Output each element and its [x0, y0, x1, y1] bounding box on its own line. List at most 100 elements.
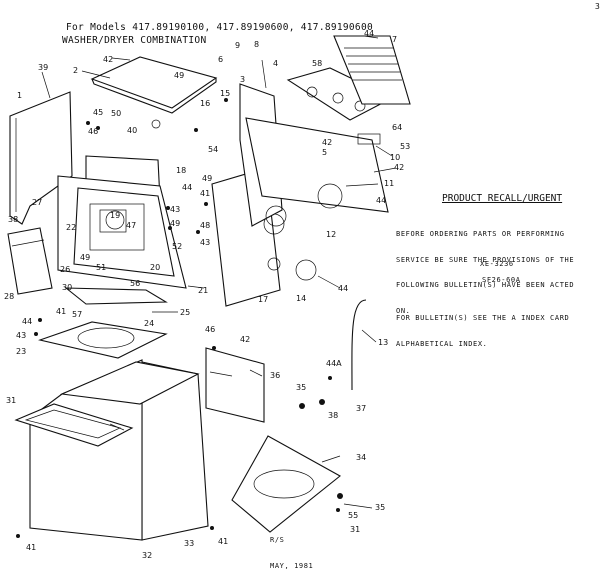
base-pan [231, 435, 341, 533]
part-label: 25 [180, 308, 190, 317]
part-label: 34 [356, 453, 366, 462]
front-frame [57, 155, 187, 289]
index-note: FOR BULLETIN(S) SEE THE A INDEX CARD ALP… [396, 297, 569, 365]
part-label: 44 [338, 284, 348, 293]
part-label: 22 [66, 223, 76, 232]
part-label: 7 [392, 35, 397, 44]
part-label: 55 [348, 511, 358, 520]
part-label: 42 [394, 163, 404, 172]
part-label: 49 [80, 253, 90, 262]
part-label: 12 [326, 230, 336, 239]
fasteners [16, 98, 381, 538]
part-label: 41 [200, 189, 210, 198]
part-label: 43 [200, 238, 210, 247]
part-label: 31 [6, 396, 16, 405]
part-label: 9 [235, 41, 240, 50]
part-label: 35 [296, 383, 306, 392]
part-label: 13 [378, 338, 388, 347]
corner-mark: 3 [595, 2, 600, 11]
date-line: R/S [270, 536, 285, 544]
part-label: 17 [258, 295, 268, 304]
part-label: 5 [322, 148, 327, 157]
part-label: 42 [103, 55, 113, 64]
leader-lines [41, 35, 397, 509]
part-label: 54 [208, 145, 218, 154]
drain-hose [351, 299, 367, 391]
left-side-panel [9, 91, 73, 225]
part-label: 47 [126, 221, 136, 230]
part-label: 49 [202, 174, 212, 183]
part-label: 40 [127, 126, 137, 135]
part-label: 37 [356, 404, 366, 413]
access-panel [64, 287, 168, 305]
part-label: 56 [130, 279, 140, 288]
date-line: MAY, 1981 [270, 561, 314, 570]
back-panel [205, 347, 265, 423]
part-label: 4 [273, 59, 278, 68]
part-label: 57 [72, 310, 82, 319]
part-label: 41 [218, 537, 228, 546]
part-label: 15 [220, 89, 230, 98]
part-label: 36 [270, 371, 280, 380]
part-label: 21 [198, 286, 208, 295]
part-label: 8 [254, 40, 259, 49]
recall-body: BEFORE ORDERING PARTS OR PERFORMING SERV… [396, 213, 574, 332]
models-header: For Models 417.89190100, 417.89190600, 4… [66, 22, 373, 33]
part-label: 44A [326, 359, 342, 368]
bulletin-number: SF26-60A [482, 276, 521, 284]
part-label: 46 [205, 325, 215, 334]
part-label: 51 [96, 263, 106, 272]
part-label: 41 [26, 543, 36, 552]
part-label: 41 [56, 307, 66, 316]
index-line: FOR BULLETIN(S) SEE THE A INDEX CARD [396, 314, 570, 322]
bulletin-number: XE-3236 [480, 260, 514, 268]
top-cover [90, 56, 218, 114]
part-label: 19 [110, 211, 120, 220]
recall-line: ON. [396, 306, 411, 315]
part-label: 16 [200, 99, 210, 108]
part-label: 23 [16, 347, 26, 356]
part-label: 14 [296, 294, 306, 303]
part-label: 32 [142, 551, 152, 560]
part-label: 44 [364, 29, 374, 38]
part-label: 38 [328, 411, 338, 420]
part-label: 24 [144, 319, 154, 328]
part-label: 26 [60, 265, 70, 274]
part-label: 18 [176, 166, 186, 175]
part-label: 42 [240, 335, 250, 344]
cabinet-wrapper [29, 359, 209, 541]
part-labels: 44 7 42 9 8 2 6 4 58 3 39 1 49 45 50 15 … [4, 29, 410, 560]
part-label: 1 [17, 91, 22, 100]
part-label: 2 [73, 66, 78, 75]
part-label: 27 [32, 198, 42, 207]
part-label: 20 [150, 263, 160, 272]
part-label: 53 [400, 142, 410, 151]
part-label: 52 [172, 242, 182, 251]
part-label: 50 [111, 109, 121, 118]
part-label: 49 [170, 219, 180, 228]
part-label: 39 [38, 63, 48, 72]
part-label: 33 [184, 539, 194, 548]
date-stamp: R/S MAY, 1981 [270, 519, 313, 587]
recall-line: SERVICE BE SURE THE PROVISIONS OF THE [396, 255, 575, 264]
part-label: 45 [93, 108, 103, 117]
index-line: ALPHABETICAL INDEX. [396, 339, 488, 348]
recall-title: PRODUCT RECALL/URGENT [442, 193, 563, 204]
part-label: 58 [312, 59, 322, 68]
rear-panel [239, 83, 389, 227]
part-label: 3 [240, 75, 245, 84]
part-label: 44 [182, 183, 192, 192]
part-label: 11 [384, 179, 394, 188]
part-label: 6 [218, 55, 223, 64]
part-label: 44 [376, 196, 386, 205]
part-label: 43 [170, 205, 180, 214]
door-panel [7, 227, 53, 295]
part-label: 46 [88, 127, 98, 136]
recall-line: BEFORE ORDERING PARTS OR PERFORMING [396, 230, 565, 238]
part-label: 35 [375, 503, 385, 512]
part-label: 44 [22, 317, 32, 326]
part-label: 10 [390, 153, 400, 162]
vent-cover [333, 35, 411, 105]
